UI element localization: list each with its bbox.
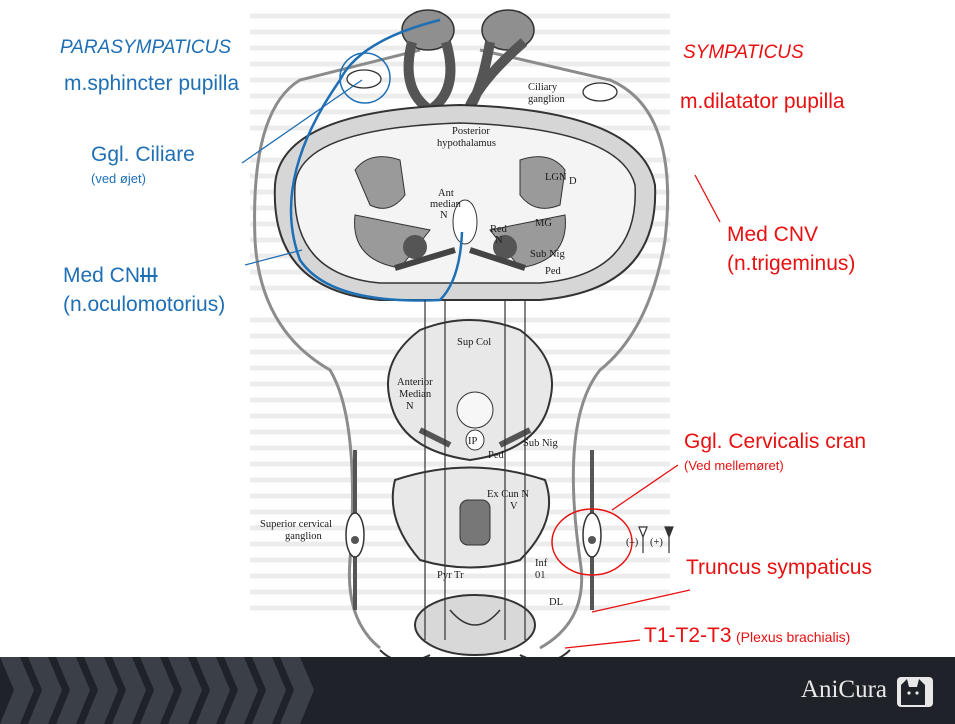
diag-ped-1: Ped <box>545 266 562 277</box>
superior-cervical-ganglion-right <box>583 450 601 610</box>
parasympaticus-title: PARASYMPATICUS <box>60 38 231 59</box>
diag-lgn-sub: D <box>569 176 577 187</box>
ciliary-ganglion-right-shape <box>583 83 617 101</box>
diag-anterior-2: Median <box>399 389 432 400</box>
ggl-ciliare-label: Ggl. Ciliare <box>91 143 195 166</box>
diag-sub-nig-1: Sub Nig <box>530 249 565 260</box>
t1t3-note: (Plexus brachialis) <box>736 629 850 645</box>
diag-pyr-tr: Pyr Tr <box>437 570 464 581</box>
arrow-med-cnv <box>695 175 720 222</box>
diag-ant-median-3: N <box>440 210 448 221</box>
t1t3-text: T1-T2-T3 <box>644 624 732 647</box>
med-cniii-label: Med CNIII <box>63 264 158 287</box>
diag-ciliary-1: Ciliary <box>528 82 558 93</box>
sympaticus-title: SYMPATICUS <box>683 43 804 64</box>
diag-legend-plus: (+) <box>650 537 663 548</box>
diag-legend-minus: (–) <box>626 537 639 548</box>
diag-posterior-1: Posterior <box>452 126 490 137</box>
ciliary-ganglion-left-shape <box>347 70 381 88</box>
diag-ciliary-2: ganglion <box>528 94 565 105</box>
diag-mg: MG <box>535 218 552 229</box>
diag-posterior-2: hypothalamus <box>437 138 496 149</box>
m-sphincter-label: m.sphincter pupilla <box>64 72 239 95</box>
truncus-label: Truncus sympaticus <box>686 556 872 579</box>
diag-sub-nig-2: Sub Nig <box>523 438 558 449</box>
diag-ant-median-2: median <box>430 199 462 210</box>
footer-bar: AniCura <box>0 657 955 724</box>
med-cniii-prefix: Med CN <box>63 264 140 287</box>
anicura-logo-text: AniCura <box>801 676 887 704</box>
m-dilatator-label: m.dilatator pupilla <box>680 90 845 113</box>
t1t3-label: T1-T2-T3 (Plexus brachialis) <box>644 624 850 647</box>
diag-superior-1: Superior cervical <box>260 519 332 530</box>
diag-ant-median-1: Ant <box>438 188 454 199</box>
footer-pattern <box>0 657 330 724</box>
diag-ex-cun-1: Ex Cun N <box>487 489 529 500</box>
cat-dog-logo-icon <box>895 671 935 709</box>
diag-inf-2: 01 <box>535 570 546 581</box>
med-cniii-suffix: III <box>140 264 158 287</box>
diag-lgn: LGN <box>545 172 567 183</box>
anicura-logo: AniCura <box>801 671 935 709</box>
diag-inf-1: Inf <box>535 558 548 569</box>
diag-anterior-3: N <box>406 401 414 412</box>
diag-dl: DL <box>549 597 563 608</box>
diag-red-1: Red <box>490 224 508 235</box>
medulla-section <box>393 468 549 568</box>
arrow-t1t3 <box>565 640 640 648</box>
arrow-ggl-cervicalis <box>612 465 678 510</box>
diag-anterior-1: Anterior <box>397 377 433 388</box>
diag-ped-2: Ped <box>488 450 505 461</box>
diag-ex-cun-2: V <box>510 501 518 512</box>
ggl-cervicalis-note: (Ved mellemøret) <box>684 459 784 473</box>
n-trigeminus-label: (n.trigeminus) <box>727 252 855 275</box>
diag-superior-2: ganglion <box>285 531 322 542</box>
n-oculomotorius-label: (n.oculomotorius) <box>63 293 225 316</box>
ggl-ciliare-note: (ved øjet) <box>91 172 146 186</box>
med-cnv-label: Med CNV <box>727 223 818 246</box>
diag-ip: IP <box>468 436 477 447</box>
diag-sup-col: Sup Col <box>457 337 491 348</box>
ggl-cervicalis-label: Ggl. Cervicalis cran <box>684 430 866 453</box>
diag-red-2: N <box>495 235 503 246</box>
